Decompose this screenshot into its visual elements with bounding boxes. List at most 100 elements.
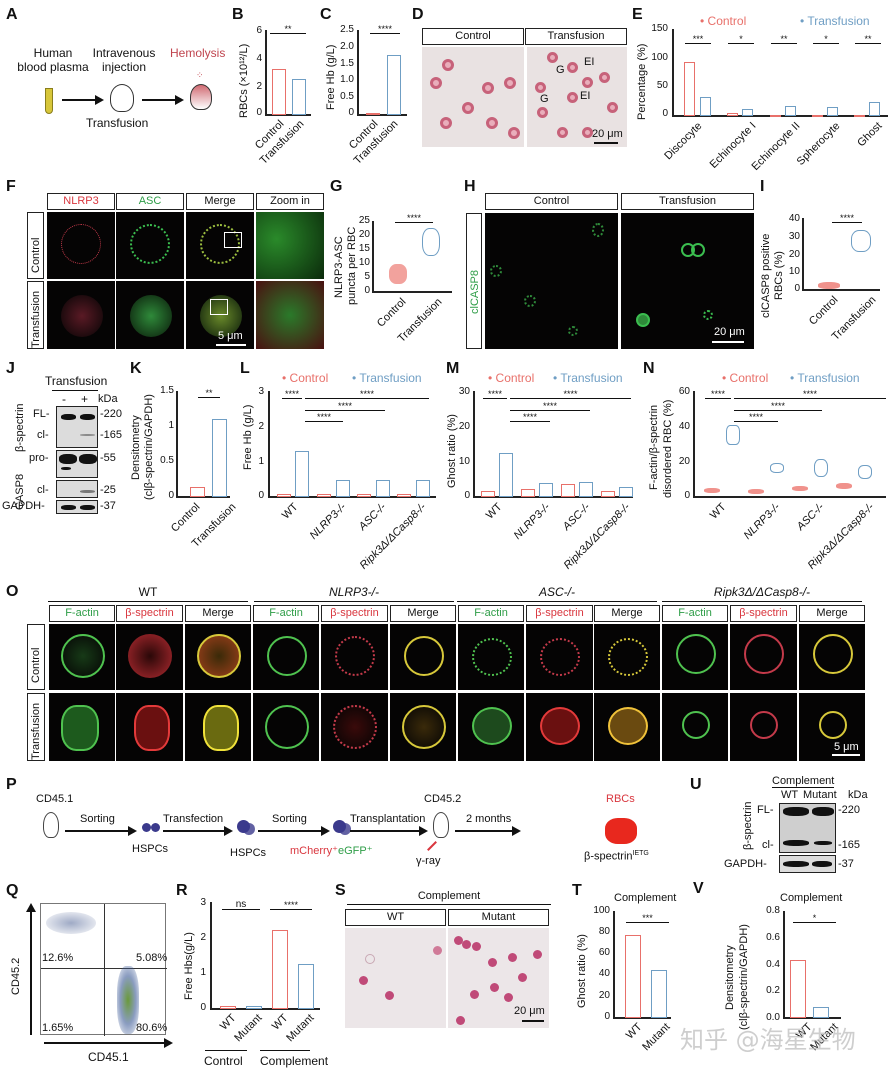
gamma-ray-label: γ-ray	[416, 855, 441, 867]
significance-bar: ****	[370, 25, 400, 34]
group-label-control: Control	[204, 1054, 243, 1068]
y-tick: 2.5	[340, 24, 354, 35]
y-tick: 2	[258, 421, 264, 432]
panel-label: K	[130, 360, 142, 377]
y-axis	[802, 218, 804, 290]
y-tick: 40	[598, 968, 610, 979]
column-header-factin: F-actin	[662, 605, 728, 622]
bar-transfusion	[499, 453, 513, 497]
bar-transfusion	[295, 451, 309, 497]
significance-bar: ****	[483, 390, 507, 399]
arrow-icon	[350, 826, 428, 836]
group-header-nlrp3: NLRP3-/-	[254, 585, 454, 602]
sig-label: ****	[487, 389, 502, 399]
bar-transfusion	[785, 106, 796, 116]
hspc-icon	[339, 823, 351, 835]
blot-clcasp8	[56, 480, 98, 498]
row-header-clcasp8: clCASP8	[466, 213, 482, 349]
significance-bar: ****	[734, 390, 886, 399]
panel-label: U	[690, 776, 702, 793]
sig-label: *	[824, 34, 828, 44]
panel-label: R	[176, 882, 188, 899]
kda-marker: -55	[100, 452, 116, 464]
image-ripk3-spectrin-control	[730, 624, 797, 690]
bar-transfusion	[579, 482, 593, 497]
step-label: injection	[101, 60, 147, 74]
x-tick: ASC-/-	[356, 501, 389, 533]
kda-label: kDa	[848, 789, 868, 801]
column-header-spectrin: β-spectrin	[730, 605, 797, 622]
y-tick: 150	[651, 23, 668, 34]
column-header-merge: Merge	[186, 193, 254, 210]
transfusion-label: Transfusion	[86, 116, 149, 130]
panel-label: B	[232, 6, 244, 23]
sig-label: **	[205, 388, 213, 398]
y-tick: 1	[168, 420, 174, 431]
micrograph-control	[422, 47, 524, 147]
kda-marker: -220	[100, 408, 123, 420]
blot-group-label: β-spectrin	[742, 801, 754, 850]
y-tick: 3	[200, 897, 206, 908]
column-header-transfusion: Transfusion	[525, 28, 627, 45]
image-zoom-control	[256, 212, 324, 279]
sig-label: ****	[337, 401, 352, 411]
step-label: 2 months	[466, 813, 512, 825]
column-header-factin: F-actin	[253, 605, 319, 622]
image-asc-merge-control	[594, 624, 660, 690]
scale-bar-label: 20 μm	[514, 1005, 545, 1017]
significance-bar: ****	[734, 402, 822, 411]
image-asc-factin-control	[458, 624, 524, 690]
significance-bar: ****	[832, 214, 862, 223]
sig-label: ****	[377, 24, 392, 34]
y-axis-label: Densitometry	[130, 415, 142, 480]
sig-label: ns	[235, 899, 247, 910]
scale-bar	[594, 142, 618, 144]
x-tick: Ripk3Δ/ΔCasp8-/-	[357, 501, 429, 572]
sig-label: ***	[642, 913, 653, 923]
row-header-control: Control	[27, 624, 45, 690]
x-tick: NLRP3-/-	[511, 501, 553, 542]
image-asc-spectrin-control	[526, 624, 593, 690]
y-axis	[672, 29, 674, 116]
image-asc-factin-transfusion	[458, 693, 524, 761]
y-tick: 0	[604, 1011, 610, 1022]
y-tick: 0	[662, 108, 668, 119]
significance-bar: ****	[734, 413, 778, 422]
significance-bar: ***	[626, 914, 669, 923]
panel-title: Complement	[780, 892, 843, 904]
x-axis	[613, 1017, 671, 1019]
panel-label: F	[6, 178, 16, 195]
micrograph-mutant	[448, 928, 549, 1028]
legend-transfusion: • Transfusion	[352, 371, 422, 385]
image-asc-merge-transfusion	[594, 693, 660, 761]
row-label: Transfusion	[30, 702, 42, 760]
scale-bar-label: 20 μm	[714, 326, 745, 338]
violin-transfusion	[851, 230, 871, 252]
bar-control	[854, 115, 865, 117]
significance-bar: ***	[685, 35, 711, 44]
y-tick: 20	[458, 421, 470, 432]
y-tick: 25	[358, 215, 370, 226]
bar-control	[601, 491, 615, 497]
y-axis-label: F-actin/β-spectrin	[648, 404, 660, 490]
cell-label: HSPCs	[230, 847, 267, 859]
y-axis-arrow	[30, 910, 32, 1035]
significance-bar: ****	[395, 214, 433, 223]
y-tick: 5	[364, 271, 370, 282]
y-tick: 3	[258, 386, 264, 397]
image-ripk3-merge-transfusion	[799, 693, 865, 761]
sig-label: ****	[839, 213, 854, 223]
image-merge-transfusion	[186, 281, 254, 349]
y-axis-label: Free Hb (g/L)	[242, 404, 254, 470]
kda-marker: -220	[838, 804, 861, 816]
bar-control	[481, 491, 495, 497]
annotation-echinocyte: EI	[580, 90, 591, 102]
y-axis-label: (clβ-spectrin/GAPDH)	[738, 924, 750, 1030]
group-divider	[260, 1050, 310, 1051]
bar-wt	[790, 960, 806, 1018]
significance-bar: ****	[510, 390, 631, 399]
blot-gapdh	[779, 855, 836, 873]
y-axis-label: RBCs (%)	[773, 251, 785, 300]
sig-label: ****	[748, 412, 763, 422]
micrograph-wt	[345, 928, 446, 1028]
